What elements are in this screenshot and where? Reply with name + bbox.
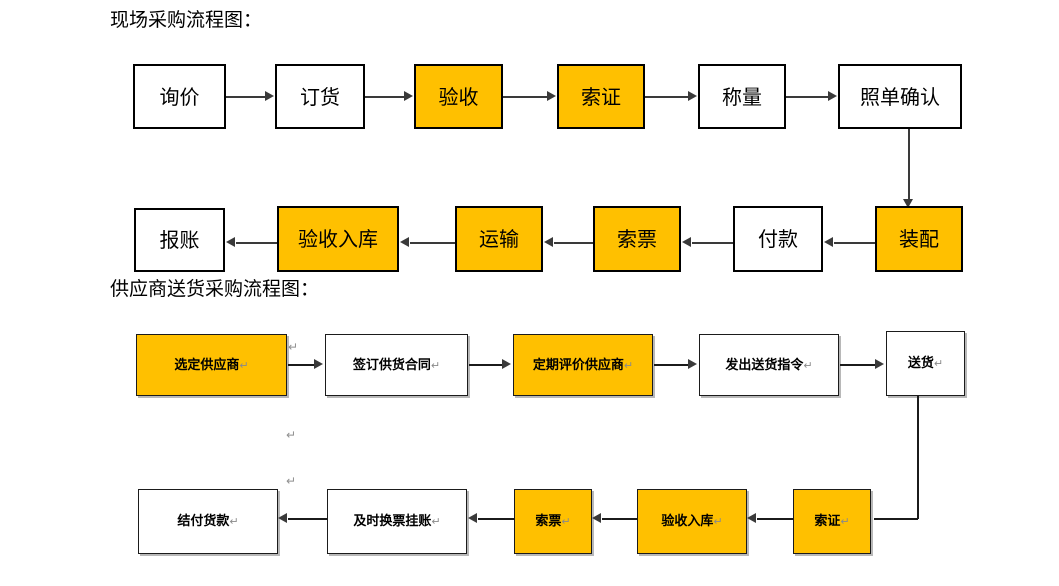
node-label: 验收入库 [298, 227, 378, 251]
node-fukuan[interactable]: 付款 [733, 206, 823, 272]
connector-line [478, 518, 515, 520]
return-mark: ↵ [431, 515, 441, 528]
node-xuandinggongyingshang[interactable]: 选定供应商↵ [136, 334, 287, 396]
connector-line [874, 518, 918, 520]
connector-line [469, 364, 504, 366]
node-yanshou[interactable]: 验收 [414, 64, 503, 129]
node-label: 签订供货合同 [352, 357, 431, 373]
node-label: 定期评价供应商 [532, 357, 624, 373]
node-suopiao[interactable]: 索票 [593, 206, 681, 272]
connector-line [288, 364, 316, 366]
node-qiandinggonghuohetong[interactable]: 签订供货合同↵ [325, 334, 468, 396]
arrow-head-right [688, 91, 697, 101]
return-mark: ↵ [933, 357, 944, 370]
connector-line [645, 96, 689, 98]
node-baozhang[interactable]: 报账 [134, 208, 225, 272]
return-mark-loose: ↵ [288, 340, 299, 354]
connector-line [410, 242, 455, 244]
node-label: 索票 [617, 227, 657, 251]
node-zhuangpei[interactable]: 装配 [875, 206, 963, 272]
arrow-head-left [400, 237, 409, 247]
arrow-head-left [682, 237, 691, 247]
connector-line [226, 96, 266, 98]
node-label: 称量 [722, 84, 762, 109]
node-label: 询价 [159, 84, 200, 109]
arrow-head-left [226, 237, 235, 247]
node-suozheng-2[interactable]: 索证↵ [793, 489, 871, 554]
arrow-head-left [592, 513, 601, 523]
return-mark: ↵ [229, 515, 239, 528]
section-title-onsite: 现场采购流程图： [110, 9, 263, 31]
node-jishihuanpiaoguazhang[interactable]: 及时换票挂账↵ [327, 489, 467, 554]
node-yunshu[interactable]: 运输 [455, 206, 543, 272]
return-mark: ↵ [713, 515, 723, 528]
node-songhuo[interactable]: 送货↵ [886, 331, 965, 396]
connector-line [786, 96, 829, 98]
connector-line [602, 518, 638, 520]
connector-line [236, 242, 277, 244]
node-xunjia[interactable]: 询价 [133, 64, 226, 129]
node-yanshourucku-2[interactable]: 验收入库↵ [637, 489, 747, 554]
node-label: 发出送货指令 [725, 357, 804, 373]
return-mark: ↵ [803, 358, 813, 372]
node-label: 索证 [581, 84, 621, 109]
node-label: 结付货款 [177, 514, 230, 529]
node-jiefuhuokuan[interactable]: 结付货款↵ [138, 489, 278, 554]
return-mark: ↵ [840, 515, 850, 528]
arrow-head-right [502, 359, 511, 369]
connector-line [840, 364, 877, 366]
arrow-head-left [824, 237, 833, 247]
arrow-head-right [314, 359, 323, 369]
node-label: 订货 [300, 84, 340, 109]
node-label: 装配 [899, 227, 939, 251]
return-mark: ↵ [430, 358, 441, 372]
node-label: 验收 [438, 84, 479, 109]
arrow-head-right [547, 91, 556, 101]
return-mark: ↵ [239, 358, 249, 372]
arrow-head-right [404, 91, 413, 101]
arrow-head-left [747, 513, 756, 523]
section-title-supplier: 供应商送货采购流程图： [110, 278, 320, 300]
node-yanshourucku[interactable]: 验收入库 [277, 206, 399, 272]
node-zhaodanqueren[interactable]: 照单确认 [838, 64, 962, 129]
node-dingqipingjiagongyingshang[interactable]: 定期评价供应商↵ [513, 334, 653, 396]
return-mark-loose: ↵ [286, 474, 297, 488]
node-suozheng[interactable]: 索证 [557, 64, 645, 129]
arrow-head-right [688, 359, 697, 369]
return-mark-loose: ↵ [286, 428, 297, 442]
connector-line [692, 242, 733, 244]
connector-line [757, 518, 794, 520]
return-mark: ↵ [623, 358, 634, 372]
node-label: 选定供应商 [174, 357, 240, 373]
arrow-head-left [278, 513, 287, 523]
arrow-head-right [828, 91, 837, 101]
node-label: 付款 [758, 227, 798, 251]
return-mark: ↵ [561, 515, 571, 528]
node-label: 索证 [814, 514, 841, 529]
arrow-head-right [265, 91, 274, 101]
connector-line [917, 396, 919, 519]
node-label: 运输 [479, 227, 519, 251]
connector-line [554, 242, 593, 244]
node-label: 验收入库 [661, 514, 714, 529]
node-dinghuo[interactable]: 订货 [275, 64, 365, 129]
node-label: 索票 [535, 514, 562, 529]
connector-line [908, 129, 910, 203]
node-label: 报账 [159, 228, 200, 252]
node-label: 送货 [907, 356, 934, 371]
connector-line [365, 96, 405, 98]
arrow-head-down [903, 199, 913, 208]
arrow-head-left [544, 237, 553, 247]
node-chengliang[interactable]: 称量 [698, 64, 786, 129]
connector-line [288, 518, 328, 520]
connector-line [503, 96, 548, 98]
node-label: 及时换票挂账 [353, 514, 432, 529]
arrow-head-left [468, 513, 477, 523]
connector-line [834, 242, 875, 244]
node-suopiao-2[interactable]: 索票↵ [514, 489, 592, 554]
connector-line [654, 364, 690, 366]
arrow-head-right [875, 359, 884, 369]
node-label: 照单确认 [860, 84, 940, 109]
node-fachusonghuozhiling[interactable]: 发出送货指令↵ [699, 334, 839, 396]
